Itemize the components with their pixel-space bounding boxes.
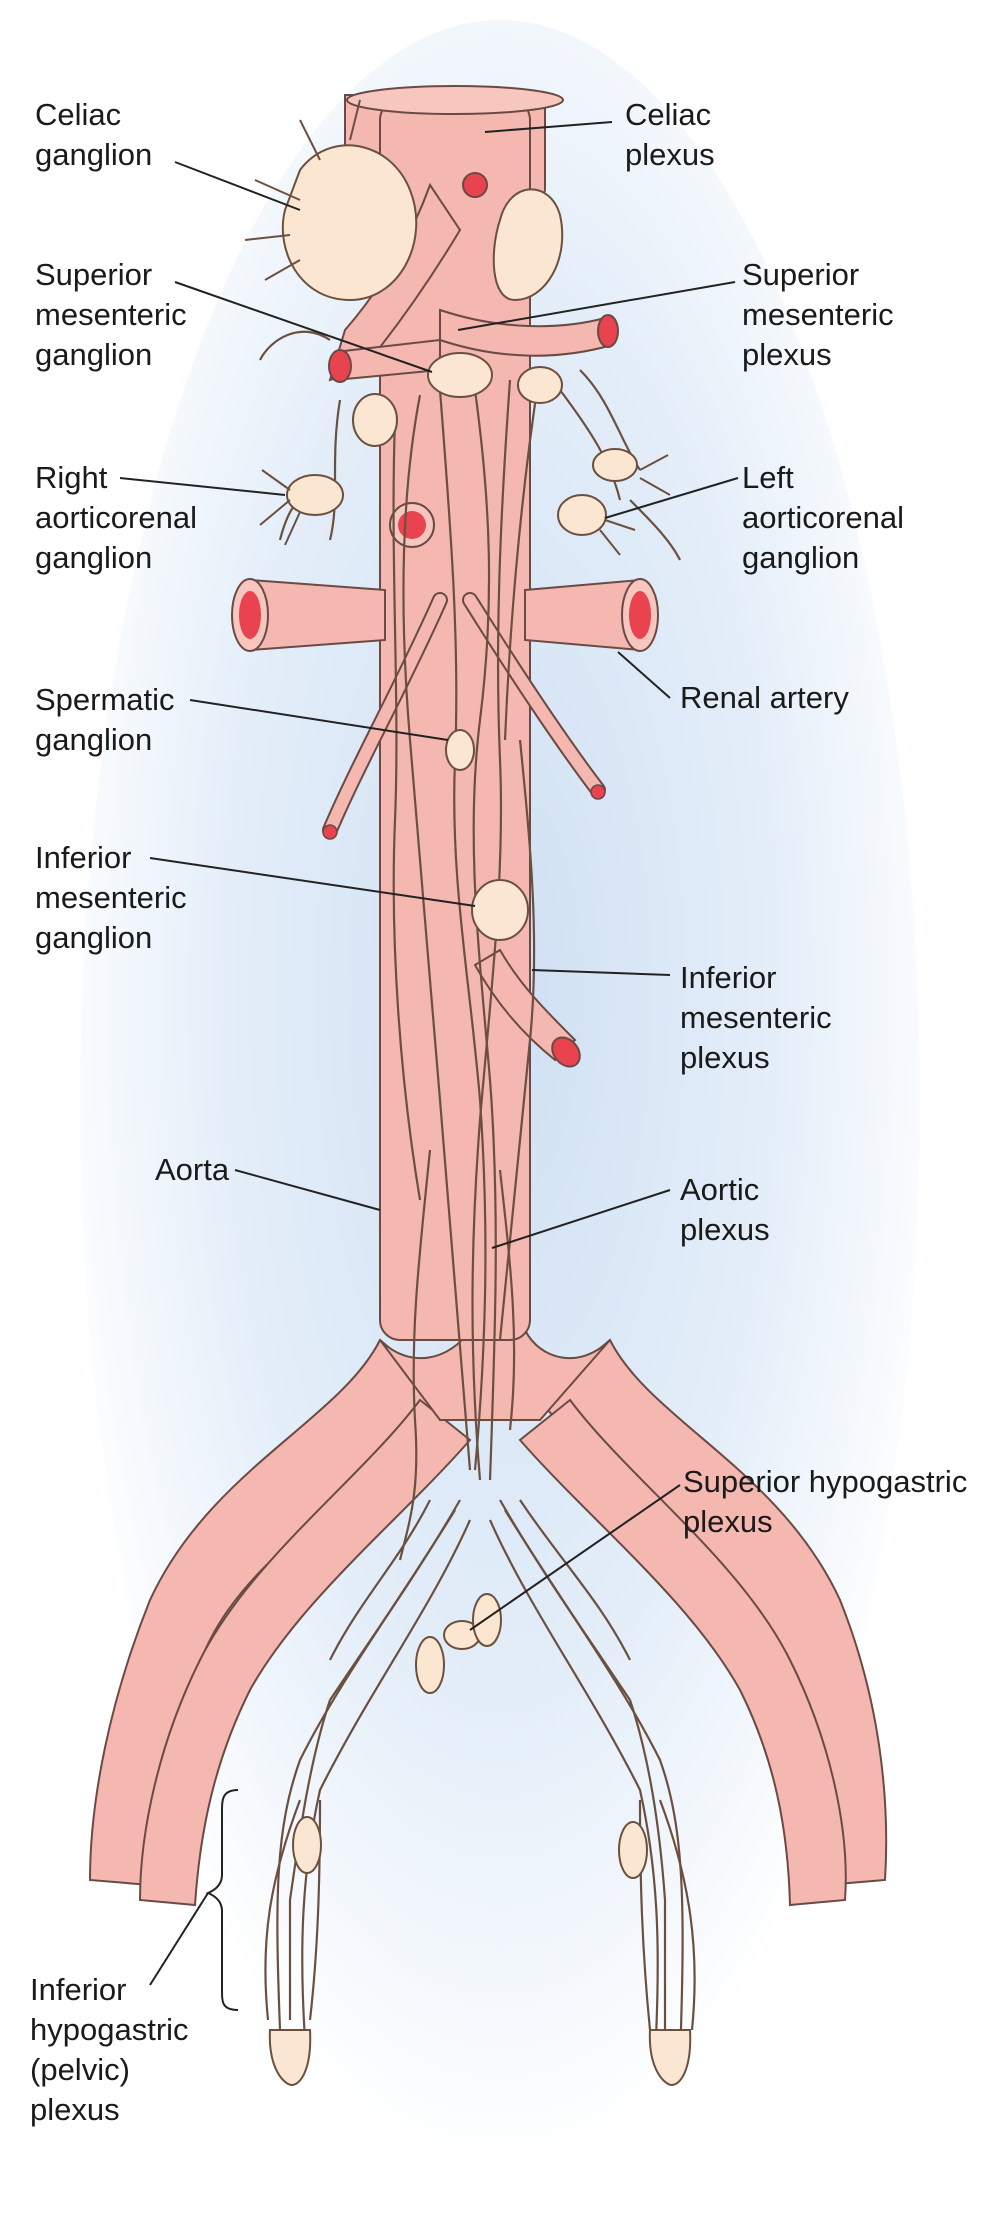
label-inferior-mesenteric-plexus: Inferior mesenteric plexus	[680, 960, 832, 1075]
inferior-mesenteric-artery	[473, 948, 581, 1068]
ganglia	[244, 99, 692, 2087]
label-renal-artery: Renal artery	[680, 680, 849, 715]
label-superior-mesenteric-ganglion: Superior mesenteric ganglion	[35, 257, 187, 372]
label-superior-mesenteric-plexus: Superior mesenteric plexus	[742, 257, 894, 372]
nerve-plexus-strands	[259, 330, 696, 2061]
spermatic-ganglion-shape	[445, 729, 475, 771]
label-celiac-ganglion: Celiac ganglion	[35, 97, 153, 172]
iliac-arteries	[88, 1338, 888, 1907]
label-inferior-mesenteric-ganglion: Inferior mesenteric ganglion	[35, 840, 187, 955]
label-celiac-plexus: Celiac plexus	[625, 97, 715, 172]
label-right-aorticorenal-ganglion: Right aorticorenal ganglion	[35, 460, 197, 575]
superior-mesenteric-ganglion-shape	[427, 352, 493, 398]
spermatic-lumen-right	[590, 784, 606, 800]
leader-lines	[119, 121, 739, 1986]
label-spermatic-ganglion: Spermatic ganglion	[35, 682, 175, 757]
celiac-trunk	[328, 172, 619, 548]
renal-arteries	[231, 578, 659, 652]
label-superior-hypogastric-plexus: Superior hypogastric plexus	[683, 1464, 968, 1539]
inferior-mesenteric-ganglion-shape	[471, 879, 529, 941]
left-aorticorenal-ganglion-shape	[557, 494, 607, 536]
spermatic-lumen-left	[322, 824, 338, 840]
celiac-ganglion-right-shape	[492, 188, 564, 302]
label-aortic-plexus: Aortic plexus	[680, 1172, 770, 1247]
celiac-ganglion-left-shape	[281, 144, 418, 302]
label-inferior-hypogastric-plexus: Inferior hypogastric (pelvic) plexus	[30, 1972, 189, 2127]
label-aorta: Aorta	[155, 1152, 230, 1187]
right-aorticorenal-ganglion-shape	[286, 474, 344, 516]
label-left-aorticorenal-ganglion: Left aorticorenal ganglion	[742, 460, 904, 575]
